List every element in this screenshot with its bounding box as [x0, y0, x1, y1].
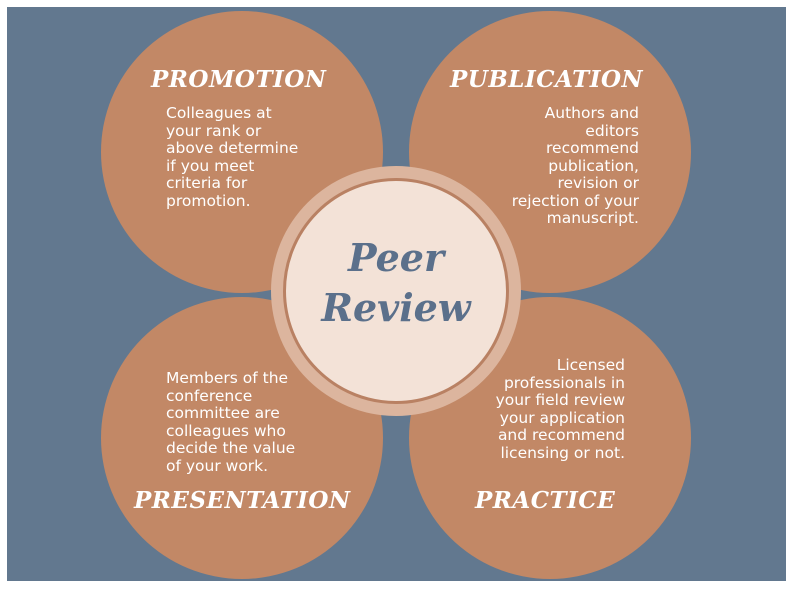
presentation-circle: Members of the conference committee are …	[101, 297, 383, 579]
practice-description: Licensed professionals in your field rev…	[495, 356, 625, 462]
center-title-line1: Peer	[348, 235, 444, 280]
presentation-description: Members of the conference committee are …	[166, 369, 296, 475]
promotion-description: Colleagues at your rank or above determi…	[166, 104, 299, 210]
publication-title: PUBLICATION	[450, 66, 644, 93]
presentation-title: PRESENTATION	[134, 487, 351, 514]
center-title-line2: Review	[321, 285, 471, 330]
practice-title: PRACTICE	[475, 487, 616, 514]
publication-description: Authors and editors recommend publicatio…	[511, 104, 639, 227]
center-circle: Peer Review	[283, 178, 509, 404]
promotion-title: PROMOTION	[151, 66, 327, 93]
